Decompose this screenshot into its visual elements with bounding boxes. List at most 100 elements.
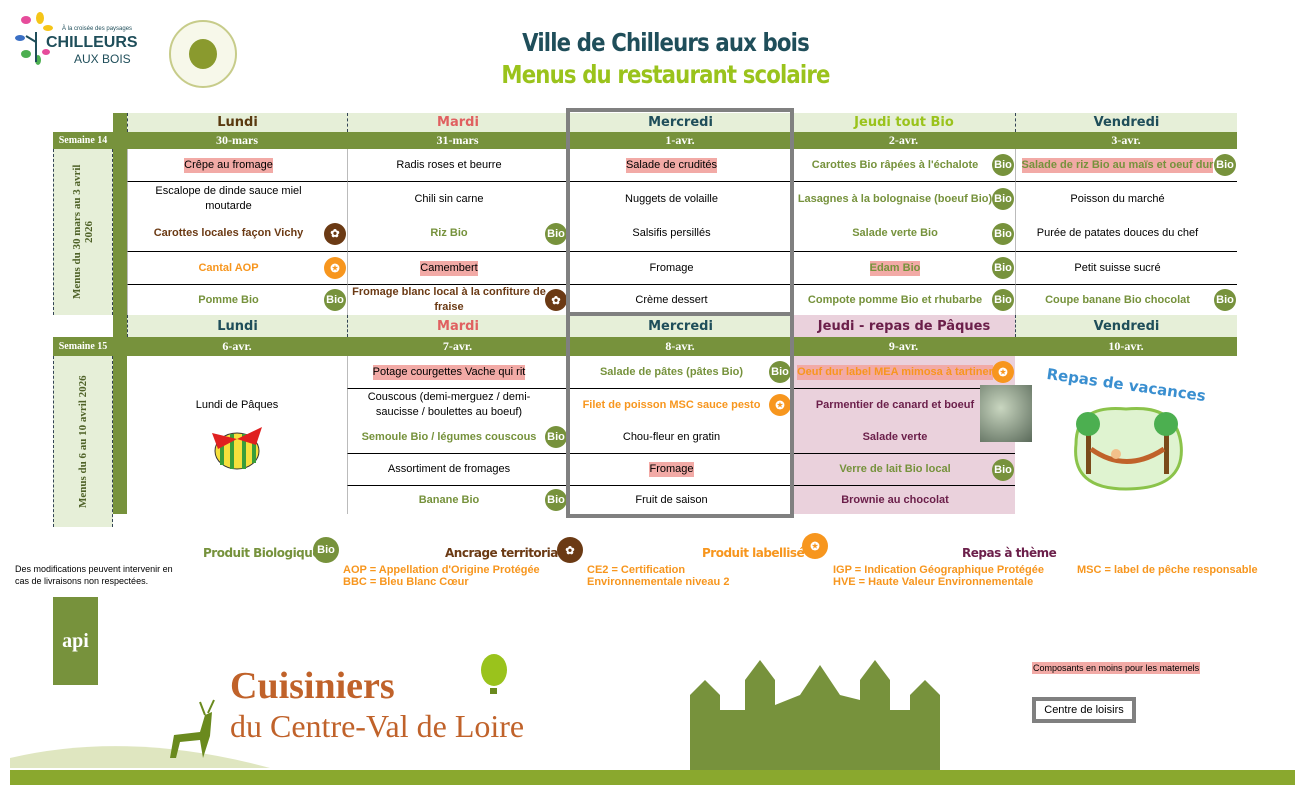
menu-item-text: Coupe banane Bio chocolat <box>1045 293 1190 306</box>
api-logo-text: api <box>62 629 89 652</box>
bio-icon: Bio <box>1214 154 1236 176</box>
menu-item-text: Fromage <box>649 462 694 477</box>
menu-item-text: Nuggets de volaille <box>625 192 718 205</box>
menu-item: Fromage blanc local à la confiture de fr… <box>347 284 568 315</box>
menu-item-text: Carottes locales façon Vichy <box>153 227 304 239</box>
landscape-illustration <box>10 654 1295 785</box>
menu-item-text: Compote pomme Bio et rhubarbe <box>807 293 983 306</box>
bio-icon: Bio <box>769 361 791 383</box>
menu-item-text: Assortiment de fromages <box>387 463 511 475</box>
page-title: Ville de Chilleurs aux bois <box>522 28 810 57</box>
day-date: 7-avr. <box>347 337 568 356</box>
menu-item: Salade de pâtes (pâtes Bio)Bio <box>568 356 792 388</box>
menu-seal-logo <box>169 20 237 88</box>
modification-note: Des modifications peuvent intervenir en … <box>15 564 173 586</box>
menu-item: Camembert <box>347 251 568 284</box>
week-side-column: Menus du 30 mars au 3 avril 2026 <box>53 149 113 315</box>
menu-item-text: Salade de riz Bio au maïs et oeuf dur <box>1021 157 1214 173</box>
menu-item-text: Carottes Bio râpées à l'échalote <box>811 158 979 171</box>
bio-icon: Bio <box>545 489 567 511</box>
legend-msc: MSC = label de pêche responsable <box>1077 564 1258 576</box>
menu-item: Salade de crudités <box>568 149 792 181</box>
label-icon: ✪ <box>769 394 791 416</box>
menu-item: Banane Bio Bio <box>347 485 568 514</box>
menu-item-text: Fromage <box>649 261 694 274</box>
week-stripe <box>113 315 127 514</box>
legend-bbc: BBC = Bleu Blanc Cœur <box>343 576 469 588</box>
menu-item: Purée de patates douces du chef <box>1015 216 1237 251</box>
day-date: 30-mars <box>127 132 347 149</box>
menu-item-text: Escalope de dinde sauce miel moutarde <box>155 185 302 212</box>
bio-icon: Bio <box>545 426 567 448</box>
menu-item-text: Potage courgettes Vache qui rit <box>372 364 526 380</box>
legend-theme-label: Repas à thème <box>962 546 1057 560</box>
chilleurs-logo: À la croisée des paysages CHILLEURS AUX … <box>14 12 139 67</box>
day-date: 10-avr. <box>1015 337 1237 356</box>
week-range-label: Menus du 30 mars au 3 avril 2026 <box>71 164 95 300</box>
menu-item: Lasagnes à la bolognaise (boeuf Bio)Bio <box>792 181 1015 216</box>
menu-item: Oeuf dur label MEA mimosa à tartiner✪ <box>792 356 1015 388</box>
legend-territorial-label: Ancrage territorial <box>445 546 562 560</box>
territorial-icon: ✿ <box>324 222 346 245</box>
menu-item-text: Salade de crudités <box>625 157 718 173</box>
maternels-note: Composants en moins pour les maternels <box>1032 662 1201 674</box>
bio-icon: Bio <box>992 458 1014 481</box>
menu-item: Potage courgettes Vache qui rit <box>347 356 568 388</box>
flower-icon <box>15 12 53 65</box>
day-header: Vendredi <box>1015 113 1237 132</box>
day-header: Lundi <box>127 113 347 132</box>
town-name: CHILLEURS <box>46 34 138 51</box>
menu-item-text: Petit suisse sucré <box>1074 261 1161 274</box>
legend-hve: HVE = Haute Valeur Environnementale <box>833 576 1034 588</box>
menu-item: Poisson du marché <box>1015 181 1237 216</box>
menu-item-text: Crêpe au fromage <box>184 157 273 173</box>
week-number-label: Semaine 15 <box>53 337 113 356</box>
day-date: 8-avr. <box>568 337 792 356</box>
bio-icon: Bio <box>545 222 567 245</box>
territorial-icon: ✿ <box>557 537 583 563</box>
legend-igp: IGP = Indication Géographique Protégée <box>833 564 1044 576</box>
day-header: Vendredi <box>1015 315 1237 337</box>
menu-item-text: Chili sin carne <box>414 192 484 205</box>
territorial-icon: ✿ <box>545 289 567 311</box>
menu-item: Chili sin carne <box>347 181 568 216</box>
menu-item-text: Edam Bio <box>869 260 921 276</box>
label-icon: ✪ <box>802 533 828 559</box>
menu-item-text: Banane Bio <box>418 493 480 506</box>
menu-item: Escalope de dinde sauce miel moutarde <box>127 181 347 216</box>
footer-title-line2: du Centre-Val de Loire <box>230 708 525 744</box>
menu-item-text: Couscous (demi-merguez / demi-saucisse /… <box>367 391 531 418</box>
day-header: Mardi <box>347 113 568 132</box>
page-subtitle: Menus du restaurant scolaire <box>501 60 830 89</box>
menu-item: Carottes locales façon Vichy ✿ <box>127 216 347 251</box>
menu-item-text: Salade verte Bio <box>852 227 938 239</box>
bio-icon: Bio <box>313 537 339 563</box>
easter-egg-icon <box>212 427 262 470</box>
town-sub: AUX BOIS <box>74 52 131 66</box>
menu-item-text: Riz Bio <box>430 227 468 239</box>
balloon-icon <box>481 654 507 694</box>
day-header: Mardi <box>347 315 568 337</box>
menu-item-text: Cantal AOP <box>198 261 259 274</box>
day-header: Jeudi - repas de Pâques <box>792 315 1015 337</box>
merged-day-cell: Repas de vacances <box>1015 356 1237 514</box>
label-icon: ✪ <box>992 361 1014 383</box>
menu-item-text: Parmentier de canard et boeuf <box>815 398 975 411</box>
holiday-label: Lundi de Pâques <box>195 399 279 411</box>
week-number-label: Semaine 14 <box>53 132 113 149</box>
day-date: 9-avr. <box>792 337 1015 356</box>
menu-item-text: Pomme Bio <box>198 293 259 306</box>
hammock-vacation-icon <box>1074 406 1183 491</box>
menu-item: Crêpe au fromage <box>127 149 347 181</box>
wednesday-highlight-frame <box>566 108 794 319</box>
menu-item-text: Radis roses et beurre <box>396 158 502 171</box>
menu-item-text: Poisson du marché <box>1070 192 1165 205</box>
menu-item-text: Oeuf dur label MEA mimosa à tartiner <box>797 364 993 380</box>
day-date: 31-mars <box>347 132 568 149</box>
